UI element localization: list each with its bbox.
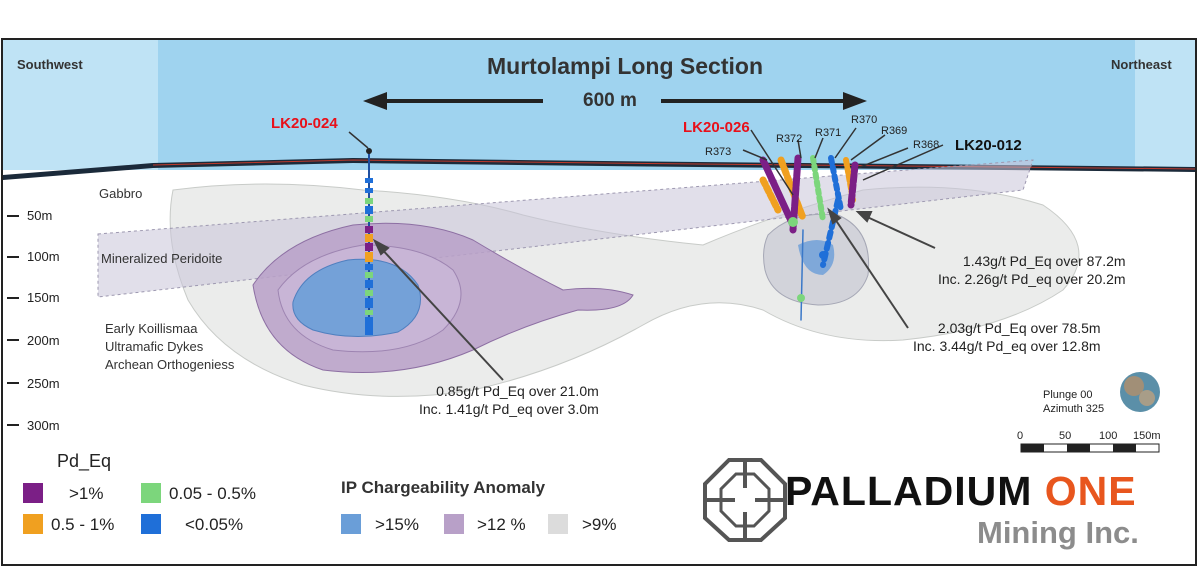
scale-bar: [1020, 443, 1160, 453]
scale-150: 150m: [1133, 430, 1161, 442]
result-line: 0.85g/t Pd_Eq over 21.0m: [436, 383, 599, 399]
depth-200: 200m: [27, 333, 60, 348]
logo-word-one: ONE: [1044, 468, 1137, 514]
anomaly-15-left: [292, 258, 421, 337]
direction-northeast: Northeast: [1111, 57, 1172, 72]
plunge-text: Plunge 00: [1043, 389, 1093, 401]
surface-line: [152, 159, 1195, 170]
result-line: Inc. 2.26g/t Pd_eq over 20.2m: [938, 271, 1126, 287]
drillhole-fan: [759, 154, 859, 321]
section-frame: Murtolampi Long Section Southwest Northe…: [1, 38, 1197, 566]
logo-tagline: Mining Inc.: [977, 515, 1139, 550]
depth-50: 50m: [27, 208, 53, 223]
legend-label-005-05: 0.05 - 0.5%: [169, 484, 256, 503]
logo-word-palladium: PALLADIUM: [785, 468, 1033, 514]
legend-swatch-lt005: [141, 514, 161, 534]
depth-ticks: [7, 215, 19, 426]
result-lk20-024: 0.85g/t Pd_Eq over 21.0m Inc. 1.41g/t Pd…: [419, 382, 599, 418]
legend-swatch-ip15: [341, 514, 361, 534]
legend-label-gt1: >1%: [69, 484, 104, 503]
legend-label-ip12: >12 %: [477, 515, 526, 534]
result-arrows: [372, 207, 936, 381]
azimuth-text: Azimuth 325: [1043, 403, 1105, 415]
legend-label-05-1: 0.5 - 1%: [51, 515, 115, 534]
ground-surface: [3, 158, 1195, 180]
legend-swatch-ip9: [548, 514, 568, 534]
depth-300: 300m: [27, 418, 60, 433]
depth-150: 150m: [27, 290, 60, 305]
view-sphere: [1120, 372, 1160, 412]
label-lk20-026: LK20-026: [683, 119, 750, 136]
view-plunge: Plunge 00 Azimuth 325: [1043, 388, 1104, 416]
label-lk20-012: LK20-012: [955, 137, 1022, 154]
legend-swatch-005-05: [141, 483, 161, 503]
distance-label: 600 m: [583, 90, 637, 111]
unit-basement-1: Early Koillismaa: [105, 321, 198, 336]
unit-gabbro: Gabbro: [99, 186, 143, 201]
arrow-left-head: [363, 92, 387, 110]
label-r371: R371: [815, 127, 842, 139]
legend-swatch-05-1: [23, 514, 43, 534]
legend-label-ip9: >9%: [582, 515, 617, 534]
unit-peridotite: Mineralized Peridoite: [101, 251, 223, 266]
unit-basement-2: Ultramafic Dykes: [105, 339, 204, 354]
label-r372: R372: [776, 133, 803, 145]
label-r373: R373: [705, 146, 732, 158]
label-r370: R370: [851, 114, 878, 126]
section-graphics: [3, 92, 1195, 542]
result-line: Inc. 3.44g/t Pd_eq over 12.8m: [913, 338, 1101, 354]
direction-southwest: Southwest: [17, 57, 83, 72]
legend-pd-title: Pd_Eq: [57, 451, 112, 471]
depth-250: 250m: [27, 376, 60, 391]
result-line: Inc. 1.41g/t Pd_eq over 3.0m: [419, 401, 599, 417]
callout-lines: [348, 127, 944, 196]
legend-swatch-gt1: [23, 483, 43, 503]
scale-100: 100: [1099, 430, 1118, 442]
page-title: Murtolampi Long Section: [487, 53, 763, 79]
result-lk20-026: 2.03g/t Pd_Eq over 78.5m Inc. 3.44g/t Pd…: [913, 319, 1101, 355]
result-line: 2.03g/t Pd_Eq over 78.5m: [937, 320, 1101, 336]
arrow-right-head: [843, 92, 867, 110]
logo-wordmark: PALLADIUM ONE: [785, 468, 1137, 515]
result-line: 1.43g/t Pd_Eq over 87.2m: [962, 253, 1126, 269]
scale-0: 0: [1017, 430, 1024, 442]
label-lk20-024: LK20-024: [271, 115, 338, 132]
legend-label-ip15: >15%: [375, 515, 419, 534]
scale-50: 50: [1059, 430, 1072, 442]
drillhole-lk20-024: [365, 148, 373, 335]
legend-label-lt005: <0.05%: [185, 515, 244, 534]
depth-100: 100m: [27, 249, 60, 264]
logo-mark: [703, 458, 787, 542]
legend-swatch-ip12: [444, 514, 464, 534]
label-r368: R368: [913, 139, 940, 151]
result-lk20-012: 1.43g/t Pd_Eq over 87.2m Inc. 2.26g/t Pd…: [938, 252, 1126, 288]
legend-ip-title: IP Chargeability Anomaly: [341, 478, 546, 497]
label-r369: R369: [881, 125, 908, 137]
sky-band-center: [158, 40, 1135, 170]
unit-basement-3: Archean Orthogeniess: [105, 357, 235, 372]
